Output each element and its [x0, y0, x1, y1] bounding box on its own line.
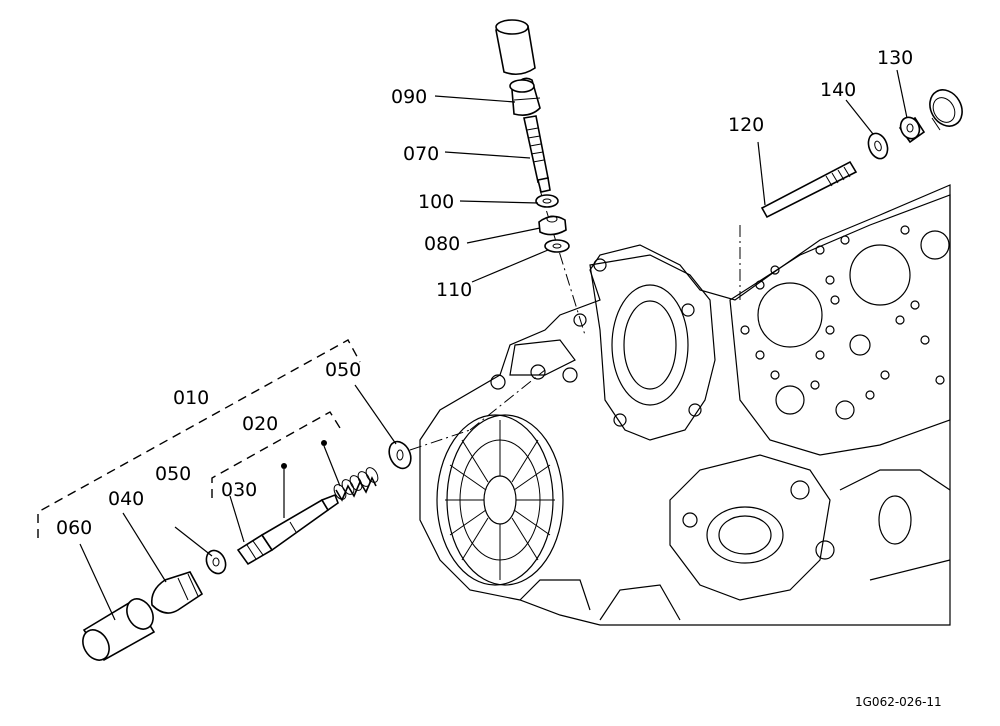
top-cap-part — [495, 19, 536, 76]
part-090-nut — [509, 77, 541, 116]
label-100: 100 — [418, 191, 454, 213]
leader-lines — [79, 69, 908, 621]
marker-dot-020 — [321, 440, 327, 446]
label-070: 070 — [403, 143, 439, 165]
part-020-spring — [333, 467, 379, 502]
upper-injector-parts — [495, 19, 570, 253]
label-110: 110 — [436, 279, 472, 301]
group-bracket-010 — [37, 339, 361, 538]
figure-code: 1G062-026-11 — [855, 695, 942, 709]
label-120: 120 — [728, 114, 764, 136]
label-080: 080 — [424, 233, 460, 255]
label-010: 010 — [173, 387, 209, 409]
gear-cover — [436, 414, 564, 586]
part-060-sleeve — [82, 598, 156, 662]
part-140-washer — [867, 132, 889, 160]
part-130-nut — [898, 116, 926, 144]
part-080-nut — [538, 215, 567, 236]
part-050-washer-lower — [205, 549, 227, 575]
marker-dot-030 — [281, 463, 287, 469]
part-120-stud-bolt — [760, 160, 858, 219]
part-100-washer — [535, 194, 559, 208]
label-050-lower: 050 — [155, 463, 191, 485]
label-030: 030 — [221, 479, 257, 501]
label-060: 060 — [56, 517, 92, 539]
label-130: 130 — [877, 47, 913, 69]
label-050-upper: 050 — [325, 359, 361, 381]
engine-block — [419, 184, 951, 626]
part-070-stem — [523, 115, 551, 193]
part-050-washer-upper — [388, 440, 412, 470]
cap-ring — [929, 89, 963, 131]
part-labels: 090 070 100 080 110 120 140 130 050 010 … — [56, 47, 913, 539]
part-110-washer — [544, 239, 570, 253]
label-040: 040 — [108, 488, 144, 510]
part-040-cap-nut — [150, 571, 204, 614]
part-030-nozzle-body — [236, 493, 339, 566]
label-020: 020 — [242, 413, 278, 435]
label-090: 090 — [391, 86, 427, 108]
label-140: 140 — [820, 79, 856, 101]
center-lines — [409, 189, 741, 451]
